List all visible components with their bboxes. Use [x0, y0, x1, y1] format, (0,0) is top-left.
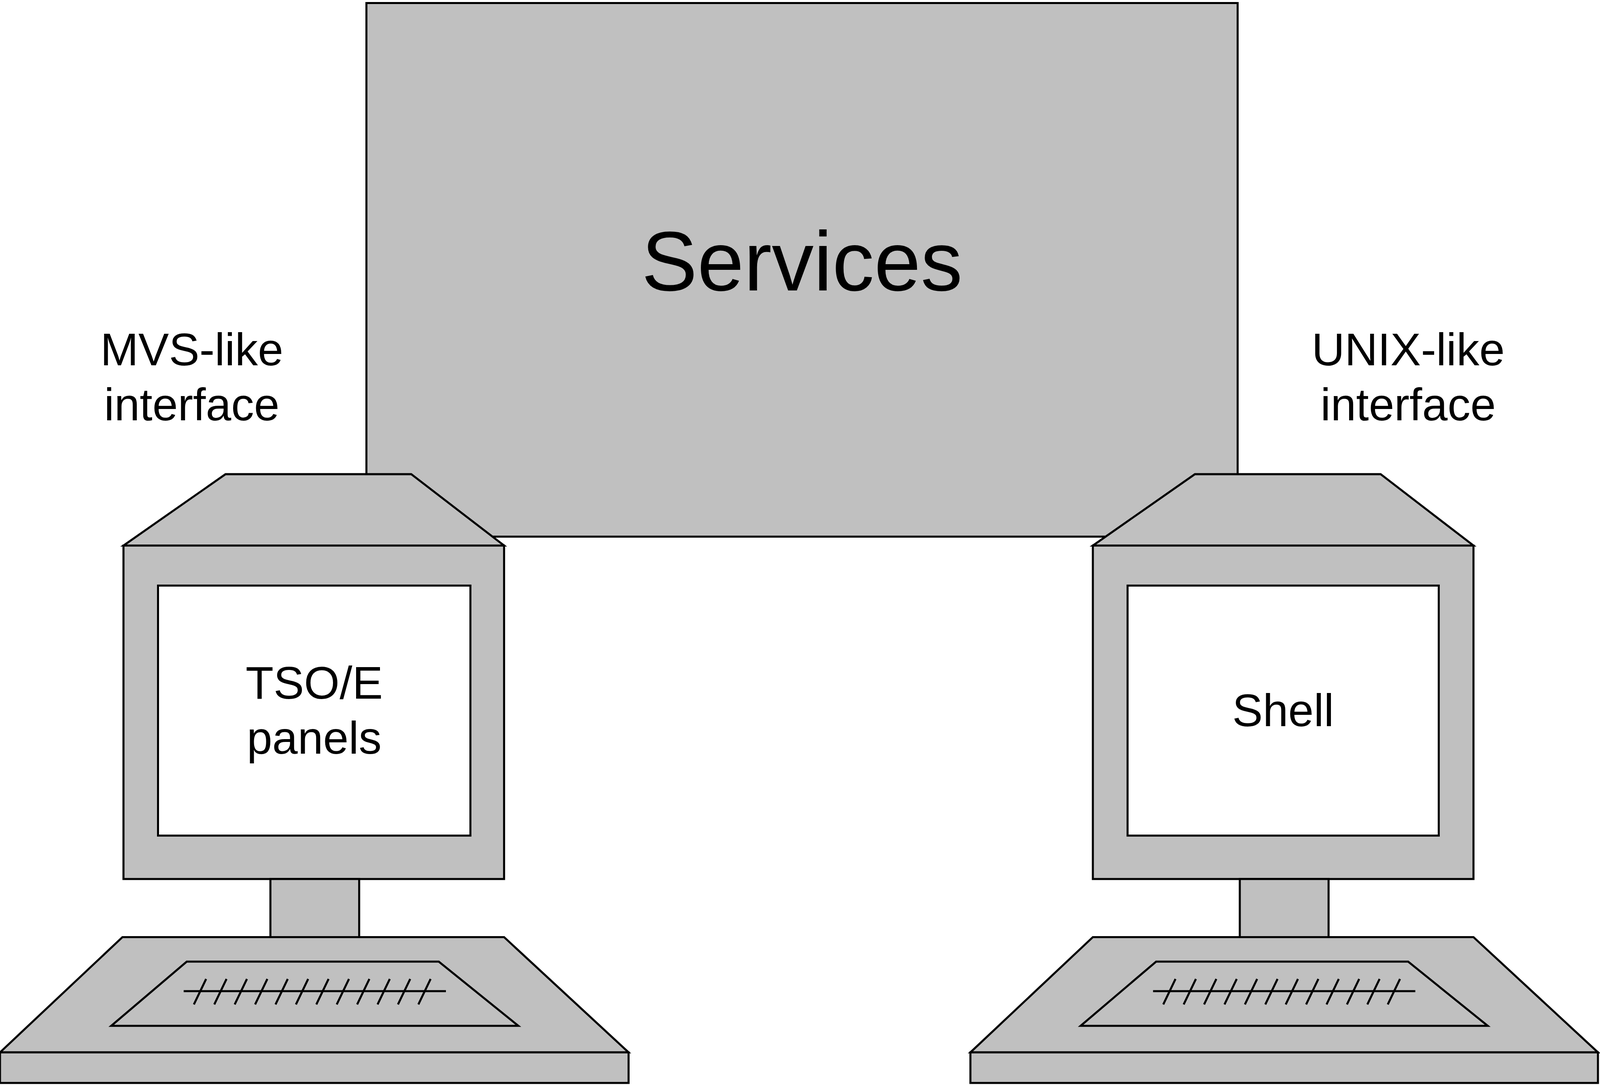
key-row — [1153, 990, 1416, 993]
key-row — [183, 990, 446, 993]
keyboard-strip — [970, 1052, 1598, 1084]
monitor-body — [123, 545, 505, 880]
node-text: Services — [641, 211, 963, 312]
monitor-neck — [270, 879, 359, 938]
interface-label: UNIX-like interface — [1282, 322, 1534, 433]
key-marks — [1163, 979, 1401, 1005]
monitor-body — [1092, 545, 1474, 880]
node-text: TSO/E panels — [217, 655, 412, 766]
node-text: Shell — [1232, 683, 1334, 739]
keyboard-keys — [1080, 961, 1488, 1027]
key-marks — [193, 979, 431, 1005]
monitor-neck — [1239, 879, 1329, 938]
keyboard-base — [970, 937, 1598, 1053]
services-box: Services — [365, 2, 1239, 538]
keyboard-strip — [0, 1052, 629, 1084]
keyboard-keys — [111, 961, 519, 1027]
screen-box: Shell — [1126, 584, 1440, 837]
keyboard-base — [0, 937, 629, 1053]
screen-box: TSO/E panels — [157, 584, 472, 837]
interface-label: MVS-like interface — [66, 322, 318, 433]
